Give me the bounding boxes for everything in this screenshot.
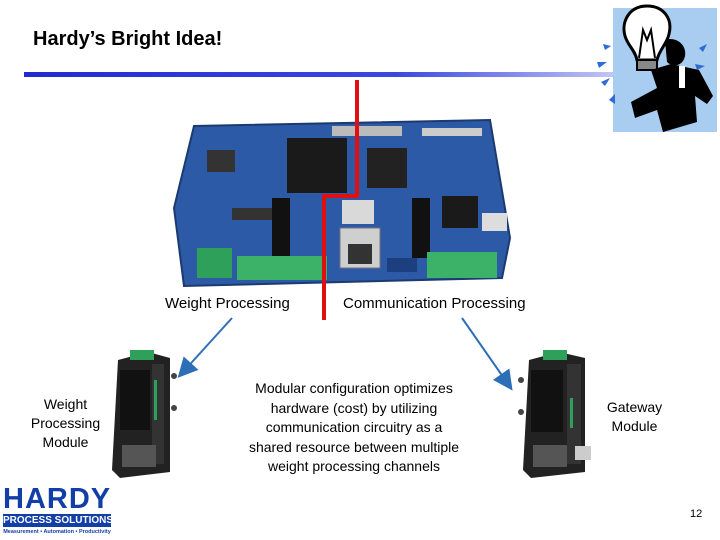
label-communication-processing: Communication Processing — [343, 295, 526, 312]
wpm-line-3: Module — [42, 434, 89, 450]
weight-module-image — [112, 350, 177, 478]
desc-line-5: weight processing channels — [268, 458, 440, 474]
desc-line-3: communication circuitry as a — [265, 419, 443, 435]
lightbulb-idea-icon — [597, 4, 717, 132]
desc-line-1: Modular configuration optimizes — [255, 380, 453, 396]
wpm-line-1: Weight — [43, 396, 88, 412]
circuit-board-image — [172, 118, 512, 288]
arrow-to-gateway-module — [461, 317, 513, 391]
hardy-logo-subtitle: PROCESS SOLUTIONS — [3, 514, 114, 527]
arrow-to-weight-module — [177, 317, 233, 378]
gateway-module-label: Gateway Module — [597, 398, 672, 436]
title-underline-bar — [24, 72, 700, 77]
description-text: Modular configuration optimizes hardware… — [228, 379, 480, 477]
hardy-logo-word: HARDY — [3, 483, 112, 515]
gateway-module-image — [518, 350, 591, 478]
desc-line-2: hardware (cost) by utilizing — [270, 399, 438, 416]
slide-title: Hardy’s Bright Idea! — [33, 28, 223, 50]
weight-processing-module-label: Weight Processing Module — [18, 395, 113, 452]
label-weight-processing: Weight Processing — [165, 295, 290, 312]
hardy-logo-tagline: Measurement • Automation • Productivity — [3, 529, 111, 535]
page-number: 12 — [690, 508, 703, 520]
gw-line-1: Gateway — [606, 399, 663, 415]
wpm-line-2: Processing — [30, 415, 101, 431]
gw-line-2: Module — [611, 418, 658, 434]
desc-line-4: shared resource between multiple — [248, 438, 460, 455]
